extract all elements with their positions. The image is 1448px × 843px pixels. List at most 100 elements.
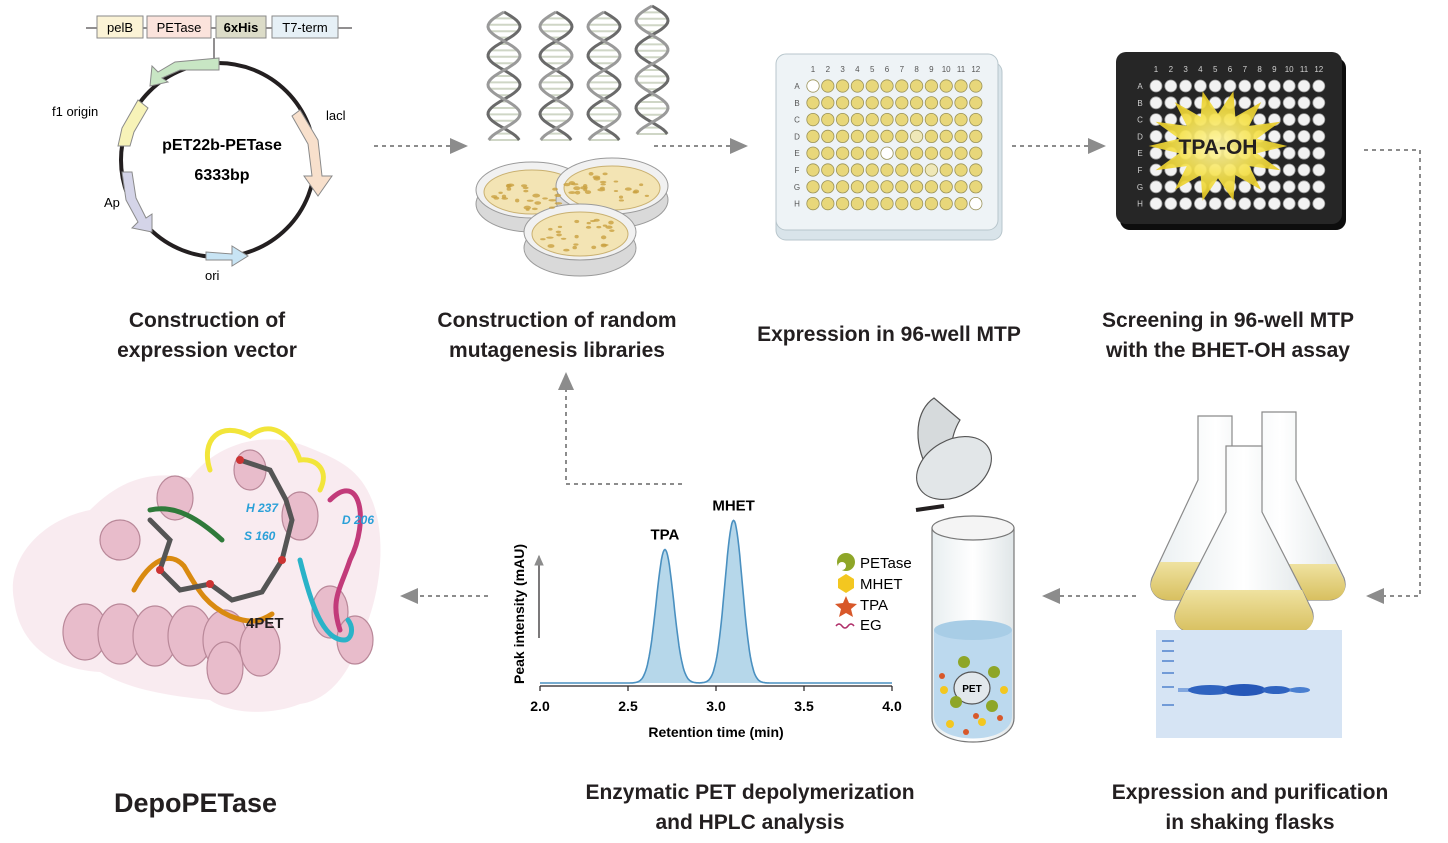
shaking-flasks-icon [1150, 411, 1346, 633]
plasmid-map: pelB PETase 6xHis T7-term f1 origin lacl… [52, 15, 352, 283]
svg-text:4: 4 [855, 65, 860, 74]
pet-particle-label: PET [962, 684, 981, 695]
y-axis-label: Peak intensity (mAU) [511, 544, 527, 684]
lacl-label: lacl [326, 108, 346, 123]
lacl-feature-arrow [291, 109, 333, 197]
mhet-hexagon-icon [838, 574, 854, 593]
segment-his-label: 6xHis [224, 20, 259, 35]
svg-text:6: 6 [1228, 65, 1233, 74]
svg-text:12: 12 [971, 65, 980, 74]
svg-text:2: 2 [826, 65, 831, 74]
eg-wave-icon [835, 623, 855, 629]
cassette-segment-pelb: pelB [96, 15, 144, 39]
svg-text:D: D [794, 132, 800, 141]
svg-text:G: G [794, 183, 800, 192]
svg-text:TPA: TPA [860, 597, 888, 614]
svg-text:3: 3 [840, 65, 845, 74]
svg-text:A: A [1137, 82, 1143, 91]
svg-text:8: 8 [914, 65, 919, 74]
svg-text:8: 8 [1257, 65, 1262, 74]
svg-text:E: E [794, 149, 799, 158]
x-axis-label: Retention time (min) [648, 724, 783, 740]
arrow-screening-to-flasks [1364, 149, 1421, 604]
reaction-legend: PETase MHET TPA EG [835, 553, 912, 634]
svg-text:6: 6 [885, 65, 890, 74]
residue-d206-label: D 206 [342, 513, 374, 527]
svg-text:H: H [1137, 200, 1143, 209]
segment-pelb-label: pelB [107, 20, 133, 35]
x-tick-label: 4.0 [882, 698, 902, 714]
svg-text:PETase: PETase [860, 555, 912, 572]
segment-t7-label: T7-term [282, 20, 328, 35]
peak-label-tpa: TPA [651, 527, 680, 544]
pet-particle-icon [953, 671, 991, 705]
reaction-tube-icon: PET [915, 397, 1015, 743]
svg-text:5: 5 [870, 65, 875, 74]
svg-text:G: G [1137, 183, 1143, 192]
plasmid-size: 6333bp [194, 167, 249, 184]
svg-text:B: B [1137, 99, 1142, 108]
segment-petase-label: PETase [157, 20, 202, 35]
x-tick-label: 2.0 [530, 698, 550, 714]
svg-text:11: 11 [1300, 65, 1309, 74]
svg-text:A: A [794, 82, 800, 91]
residue-h237-label: H 237 [246, 501, 279, 515]
cassette-segment-t7: T7-term [271, 15, 339, 39]
svg-text:7: 7 [900, 65, 905, 74]
svg-text:C: C [1137, 116, 1143, 125]
svg-text:4: 4 [1198, 65, 1203, 74]
ap-label: Ap [104, 195, 120, 210]
svg-text:MHET: MHET [860, 576, 903, 593]
svg-text:10: 10 [1285, 65, 1294, 74]
hplc-chart: 2.0 2.5 3.0 3.5 4.0 TPA MHET Retention time (… [511, 497, 902, 740]
cassette-segment-petase: PETase [146, 15, 212, 39]
ap-feature-arrow [121, 171, 153, 233]
plasmid-name: pET22b-PETase [162, 137, 282, 154]
legend-tpa: TPA [835, 596, 888, 617]
step-expression-caption: Expression in 96-well MTP [757, 323, 1021, 346]
legend-mhet: MHET [838, 574, 903, 593]
svg-text:3: 3 [1183, 65, 1188, 74]
svg-text:D: D [1137, 132, 1143, 141]
petase-feature-arrow [149, 57, 220, 87]
fluorescence-burst-icon [1148, 91, 1288, 201]
chromatogram-line [540, 519, 892, 684]
svg-text:5: 5 [1213, 65, 1218, 74]
svg-text:12: 12 [1314, 65, 1323, 74]
ori-feature-arrow [205, 245, 249, 267]
svg-text:11: 11 [957, 65, 966, 74]
svg-text:C: C [794, 116, 800, 125]
peak-label-mhet: MHET [712, 497, 755, 514]
legend-petase: PETase [837, 553, 912, 572]
f1-origin-label: f1 origin [52, 104, 98, 119]
svg-text:F: F [795, 166, 800, 175]
arrow-hplc-to-library [558, 372, 682, 485]
ligand-label: 4PET [246, 615, 284, 632]
svg-text:10: 10 [942, 65, 951, 74]
svg-text:1: 1 [811, 65, 816, 74]
x-tick-label: 3.0 [706, 698, 726, 714]
screen-signal-label: TPA-OH [1179, 136, 1258, 159]
workflow-arrows [374, 138, 1421, 604]
x-tick-label: 3.5 [794, 698, 814, 714]
svg-text:B: B [794, 99, 799, 108]
dna-helices-icon [486, 4, 670, 141]
enzyme-name-title: DepoPETase [114, 788, 278, 818]
svg-text:9: 9 [1272, 65, 1277, 74]
x-tick-label: 2.5 [618, 698, 638, 714]
svg-text:EG: EG [860, 617, 882, 634]
residue-s160-label: S 160 [244, 529, 276, 543]
svg-text:E: E [1137, 149, 1142, 158]
svg-text:F: F [1138, 166, 1143, 175]
svg-text:7: 7 [1243, 65, 1248, 74]
f1-feature-arrow [117, 99, 149, 147]
protein-structure-icon: H 237 S 160 D 206 4PET [12, 426, 381, 712]
